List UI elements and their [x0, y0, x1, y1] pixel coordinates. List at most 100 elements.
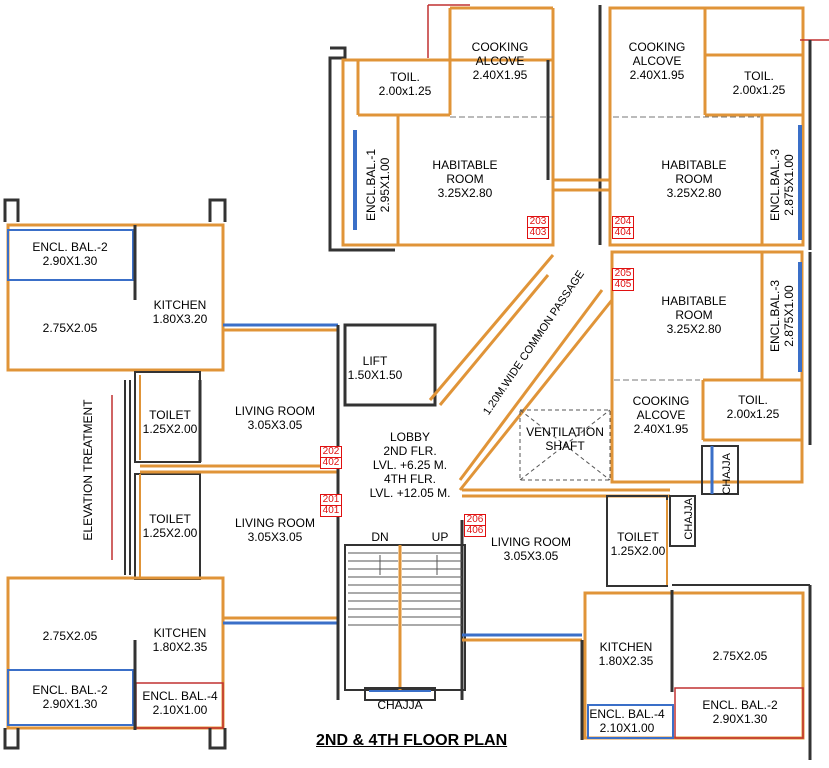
room-201-size: 2.75X2.05	[42, 629, 98, 643]
room-size: 2.875X1.00	[782, 285, 796, 347]
room-size: 2.90X1.30	[712, 712, 768, 726]
room-name: TOIL.	[744, 69, 774, 83]
room-size: 3.05X3.05	[247, 530, 303, 544]
room-size: 2.00x1.25	[732, 83, 786, 97]
room-habitable-203: HABITABLE ROOM 3.25X2.80	[432, 158, 497, 200]
lobby-floor: 2ND FLR.	[383, 444, 437, 458]
plan-title: 2ND & 4TH FLOOR PLAN	[316, 732, 508, 749]
room-202-size: 2.75X2.05	[42, 321, 98, 335]
room-name: KITCHEN	[153, 298, 207, 312]
room-name: ROOM	[675, 308, 713, 322]
room-kitchen-202: KITCHEN 1.80X3.20	[153, 298, 208, 326]
unit-number: 201	[321, 494, 341, 506]
elevation-treatment-strip	[111, 380, 131, 575]
room-name: LIVING ROOM	[234, 404, 316, 418]
unit-number: 406	[466, 525, 484, 536]
unit-number: 401	[322, 505, 340, 516]
unit-tag-203: 203 403	[527, 216, 549, 239]
chajja-right-1: CHAJJA	[721, 453, 733, 495]
unit-204-walls	[598, 5, 829, 250]
unit-number: 402	[322, 457, 340, 468]
room-kitchen-201: KITCHEN 1.80X2.35	[153, 626, 208, 654]
room-name: KITCHEN	[599, 640, 653, 654]
ventilation-shaft-label: VENTILATION SHAFT	[526, 425, 604, 453]
unit-number: 404	[614, 227, 632, 238]
room-toilet-202: TOILET 1.25X2.00	[143, 408, 198, 436]
unit-206-walls	[462, 488, 812, 760]
room-name: COOKING	[628, 40, 686, 54]
room-name: ROOM	[446, 172, 484, 186]
room-size: 2.00x1.25	[726, 407, 780, 421]
room-habitable-204: HABITABLE ROOM 3.25X2.80	[661, 158, 726, 200]
room-habitable-205: HABITABLE ROOM 3.25X2.80	[661, 294, 726, 336]
room-living-202: LIVING ROOM 3.05X3.05	[235, 404, 315, 432]
room-size: 1.80X2.35	[152, 640, 208, 654]
room-cooking-205: COOKING ALCOVE 2.40X1.95	[633, 394, 690, 436]
room-206-size: 2.75X2.05	[712, 649, 768, 663]
room-size: 2.90X1.30	[42, 254, 98, 268]
room-encl-bal-1: ENCL.BAL.-1 2.95X1.00	[364, 149, 392, 221]
room-name: LIVING ROOM	[234, 516, 316, 530]
room-encl-bal-4-201: ENCL. BAL.-4 2.10X1.00	[142, 689, 217, 717]
unit-tag-205: 205 405	[612, 268, 634, 291]
unit-202-walls	[3, 198, 338, 468]
room-name: HABITABLE	[432, 158, 498, 172]
unit-tag-201: 201 401	[320, 494, 342, 517]
lobby-level: LVL. +6.25 M.	[372, 458, 448, 472]
room-name: ENCL.BAL.-3	[768, 148, 782, 222]
room-name: SHAFT	[545, 439, 585, 453]
unit-tag-206: 206 406	[464, 514, 486, 537]
room-name: ENCL. BAL.-2	[32, 683, 108, 697]
room-name: ENCL. BAL.-2	[702, 698, 778, 712]
room-name: LOBBY	[389, 430, 431, 444]
lobby-level: LVL. +12.05 M.	[369, 486, 451, 500]
room-name: TOILET	[617, 530, 659, 544]
unit-number: 202	[321, 446, 341, 458]
room-size: 1.25X2.00	[142, 526, 198, 540]
room-size: 1.80X2.35	[598, 654, 654, 668]
unit-number: 203	[528, 216, 548, 228]
room-size: 3.25X2.80	[437, 186, 493, 200]
chajja-stair: CHAJJA	[377, 698, 423, 712]
room-size: 3.25X2.80	[666, 186, 722, 200]
room-size: 2.10X1.00	[599, 721, 655, 735]
room-kitchen-206: KITCHEN 1.80X2.35	[599, 640, 654, 668]
room-encl-bal-2-202: ENCL. BAL.-2 2.90X1.30	[32, 240, 107, 268]
unit-number: 403	[529, 227, 547, 238]
room-size: 1.25X2.00	[610, 544, 666, 558]
room-living-201: LIVING ROOM 3.05X3.05	[235, 516, 315, 544]
room-name: ENCL. BAL.-2	[32, 240, 108, 254]
room-toilet-201: TOILET 1.25X2.00	[143, 512, 198, 540]
room-name: TOIL.	[738, 393, 768, 407]
room-name: VENTILATION	[526, 425, 604, 439]
unit-201-walls	[3, 470, 338, 750]
room-size: 2.00x1.25	[378, 84, 432, 98]
room-cooking-204: COOKING ALCOVE 2.40X1.95	[629, 40, 686, 82]
room-size: 2.40X1.95	[629, 68, 685, 82]
room-name: ENCL. BAL.-4	[142, 689, 218, 703]
unit-205-walls	[610, 250, 812, 495]
room-encl-bal-3b: ENCL.BAL.-3 2.875X1.00	[768, 280, 796, 352]
unit-tag-204: 204 404	[612, 216, 634, 239]
room-size: 3.05X3.05	[247, 418, 303, 432]
room-name: LIFT	[362, 354, 388, 368]
elevation-treatment-label: ELEVATION TREATMENT	[81, 399, 95, 541]
lobby-label: LOBBY 2ND FLR. LVL. +6.25 M. 4TH FLR. LV…	[370, 430, 451, 500]
room-name: TOILET	[149, 512, 191, 526]
room-size: 1.25X2.00	[142, 422, 198, 436]
lobby-floor: 4TH FLR.	[383, 472, 436, 486]
room-size: 3.05X3.05	[503, 549, 559, 563]
room-name: ALCOVE	[475, 54, 525, 68]
room-encl-bal-3a: ENCL.BAL.-3 2.875X1.00	[768, 149, 796, 221]
unit-203-walls	[328, 4, 555, 252]
room-encl-bal-4-206: ENCL. BAL.-4 2.10X1.00	[589, 707, 664, 735]
room-encl-bal-2-201: ENCL. BAL.-2 2.90X1.30	[32, 683, 107, 711]
stair-treads	[348, 552, 462, 626]
room-name: TOIL.	[390, 70, 420, 84]
unit-number: 205	[613, 268, 633, 280]
room-size: 3.25X2.80	[666, 322, 722, 336]
room-lift: LIFT 1.50X1.50	[348, 354, 403, 382]
room-size: 2.10X1.00	[152, 703, 208, 717]
room-name: TOILET	[149, 408, 191, 422]
room-name: KITCHEN	[153, 626, 207, 640]
